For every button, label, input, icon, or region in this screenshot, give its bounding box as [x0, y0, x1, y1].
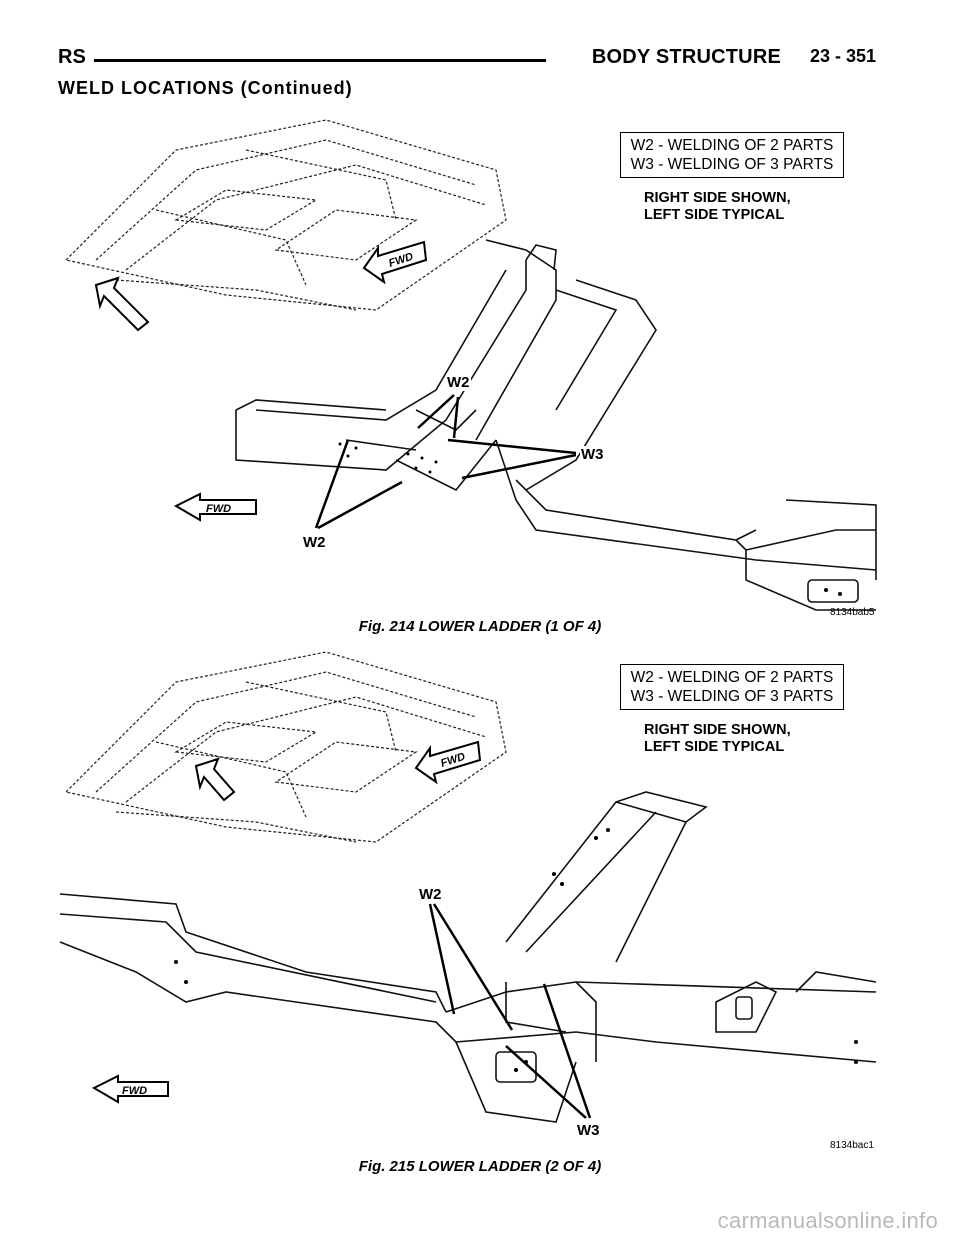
- ladder-frame: [59, 791, 877, 1123]
- callout-w3: W3: [576, 1122, 601, 1139]
- callout-w2-bottom: W2: [302, 534, 327, 551]
- callout-w3: W3: [580, 446, 605, 463]
- header-manual-code: RS: [58, 46, 86, 68]
- side-note: RIGHT SIDE SHOWN, LEFT SIDE TYPICAL: [644, 190, 791, 224]
- weld-legend: W2 - WELDING OF 2 PARTS W3 - WELDING OF …: [620, 132, 844, 178]
- w2-leaders: [428, 903, 514, 1031]
- illustration-code: 8134bac1: [830, 1140, 874, 1151]
- weld-marks: [174, 828, 858, 1072]
- legend-w2: W2 - WELDING OF 2 PARTS: [630, 137, 834, 154]
- vehicle-outline: [64, 651, 507, 843]
- figure-214-drawing: FWD: [64, 119, 877, 611]
- perspective-arrow: [94, 276, 150, 332]
- page-header: RS BODY STRUCTURE 23 - 351: [58, 46, 876, 72]
- fwd-label-lower: FWD: [122, 1085, 147, 1097]
- figure-214: FWD: [56, 110, 878, 620]
- w3-leaders: [505, 983, 592, 1119]
- figure-215: FWD: [56, 642, 878, 1154]
- side-note: RIGHT SIDE SHOWN, LEFT SIDE TYPICAL: [644, 722, 791, 756]
- legend-w3: W3 - WELDING OF 3 PARTS: [630, 156, 834, 173]
- header-section-title: BODY STRUCTURE: [591, 46, 781, 68]
- figure-215-drawing: FWD: [59, 651, 877, 1123]
- w3-leaders: [447, 438, 577, 480]
- callout-w2: W2: [418, 886, 443, 903]
- fwd-label-lower: FWD: [206, 503, 231, 515]
- section-subtitle: WELD LOCATIONS (Continued): [58, 78, 353, 98]
- vehicle-outline: [64, 119, 507, 311]
- fwd-arrow-lower: FWD: [173, 492, 257, 522]
- fwd-arrow-lower: FWD: [91, 1074, 169, 1104]
- side-note-line-1: RIGHT SIDE SHOWN,: [644, 190, 791, 206]
- side-note-line-2: LEFT SIDE TYPICAL: [644, 207, 785, 223]
- side-note-line-2: LEFT SIDE TYPICAL: [644, 739, 785, 755]
- figure-214-caption: Fig. 214 LOWER LADDER (1 OF 4): [358, 618, 602, 635]
- fwd-arrow-upper: FWD: [362, 240, 428, 285]
- legend-w3: W3 - WELDING OF 3 PARTS: [630, 688, 834, 705]
- header-rule: [94, 59, 546, 62]
- callout-w2-top: W2: [446, 374, 471, 391]
- watermark: carmanualsonline.info: [717, 1208, 938, 1233]
- header-page-number: 23 - 351: [809, 46, 876, 66]
- ladder-frame: [235, 239, 877, 611]
- side-note-line-1: RIGHT SIDE SHOWN,: [644, 722, 791, 738]
- perspective-arrow: [194, 757, 236, 802]
- figure-215-caption: Fig. 215 LOWER LADDER (2 OF 4): [358, 1158, 602, 1175]
- weld-legend: W2 - WELDING OF 2 PARTS W3 - WELDING OF …: [620, 664, 844, 710]
- w2-top-leaders: [417, 394, 460, 439]
- w2-bottom-leaders: [314, 439, 403, 530]
- legend-w2: W2 - WELDING OF 2 PARTS: [630, 669, 834, 686]
- weld-marks: [338, 442, 842, 596]
- illustration-code: 8134bab5: [830, 607, 875, 618]
- fwd-arrow-upper: FWD: [414, 740, 482, 785]
